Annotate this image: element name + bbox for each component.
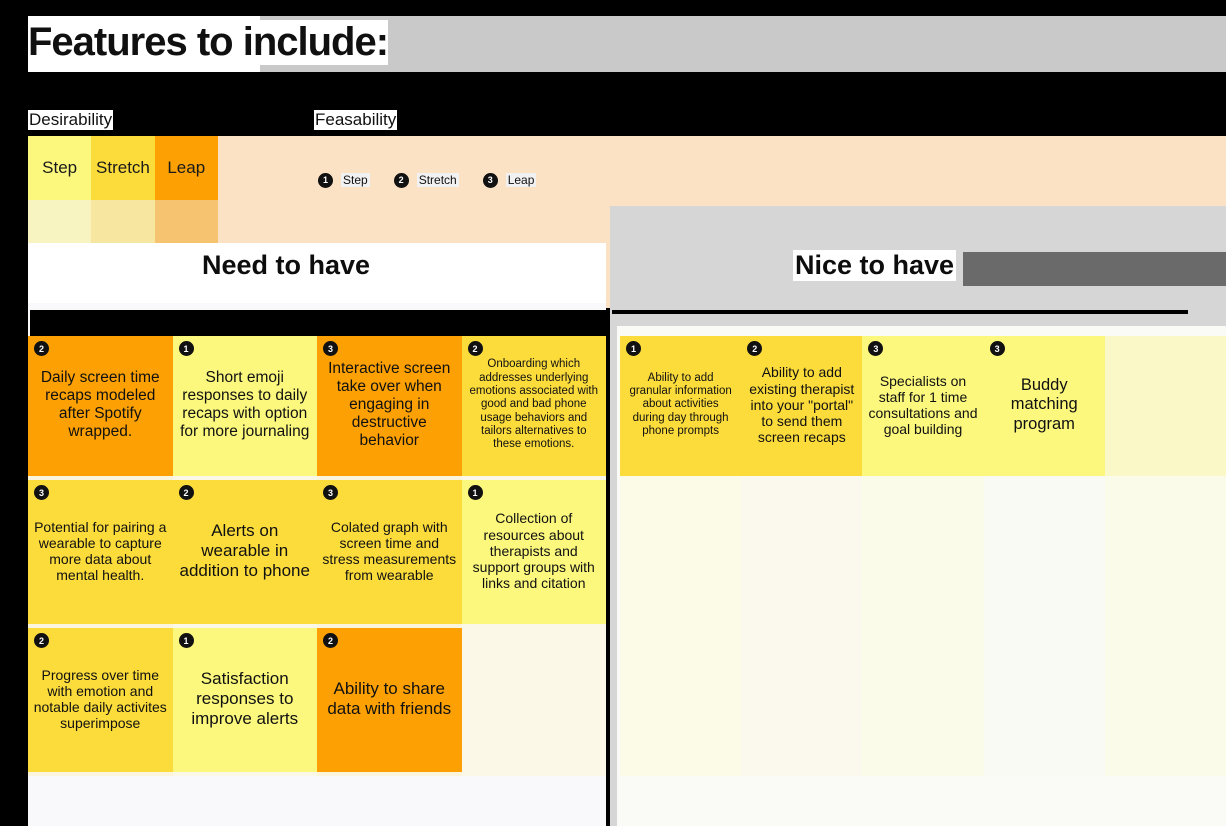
desirability-swatch-leap-label: Leap bbox=[154, 136, 218, 200]
feature-card-text: Ability to add granular information abou… bbox=[629, 371, 732, 437]
card-column bbox=[1104, 336, 1226, 776]
feasability-item-step-label: Step bbox=[341, 173, 370, 187]
number-badge-icon: 3 bbox=[34, 485, 49, 500]
empty-card-slot bbox=[1104, 336, 1226, 476]
empty-card-slot bbox=[462, 628, 607, 772]
feasability-item-stretch-label: Stretch bbox=[416, 173, 459, 187]
number-badge-icon: 3 bbox=[989, 341, 1005, 356]
feature-card-text: Daily screen time recaps modeled after S… bbox=[40, 369, 160, 440]
feasability-item-leap: 3 Leap bbox=[482, 172, 537, 188]
feature-card-text: Specialists on staff for 1 time consulta… bbox=[868, 372, 978, 438]
number-badge-icon: 2 bbox=[467, 341, 483, 356]
nice-to-have-title: Nice to have bbox=[793, 250, 957, 281]
number-badge-icon: 1 bbox=[467, 485, 483, 500]
feature-card-text: Collection of resources about therapists… bbox=[472, 510, 595, 592]
number-badge-icon: 1 bbox=[178, 633, 194, 648]
feasability-item-step: 1 Step bbox=[318, 172, 370, 188]
nice-to-have-divider bbox=[612, 310, 1188, 314]
feasability-legend-label: Feasability bbox=[314, 110, 398, 130]
number-badge-icon: 2 bbox=[178, 485, 194, 500]
number-badge-icon: 3 bbox=[323, 341, 338, 356]
left-edge bbox=[0, 0, 28, 826]
feature-card-text: Ability to share data with friends bbox=[327, 679, 452, 718]
number-badge-icon: 1 bbox=[178, 341, 194, 356]
feasability-item-stretch: 2 Stretch bbox=[393, 172, 459, 188]
feature-card-text: Ability to add existing therapist into y… bbox=[749, 364, 855, 446]
feature-card-text: Short emoji responses to daily recaps wi… bbox=[180, 369, 310, 440]
feature-card-text: Interactive screen take over when engagi… bbox=[328, 360, 451, 449]
number-badge-icon: 3 bbox=[868, 341, 884, 356]
desirability-swatch-stretch-label: Stretch bbox=[91, 136, 155, 200]
need-to-have-divider bbox=[30, 310, 606, 336]
feature-card-text: Satisfaction responses to improve alerts bbox=[191, 669, 299, 728]
number-badge-icon: 2 bbox=[393, 172, 409, 188]
need-to-have-title: Need to have bbox=[200, 250, 373, 281]
number-badge-icon: 3 bbox=[482, 172, 498, 188]
number-badge-icon: 2 bbox=[323, 633, 338, 648]
number-badge-icon: 1 bbox=[318, 172, 333, 188]
number-badge-icon: 2 bbox=[747, 341, 763, 356]
desirability-legend-label: Desirability bbox=[28, 110, 114, 130]
feature-card-text: Onboarding which addresses underlying em… bbox=[469, 358, 598, 451]
feasability-legend: 1 Step 2 Stretch 3 Leap bbox=[318, 170, 560, 190]
feature-card-text: Alerts on wearable in addition to phone bbox=[179, 521, 310, 580]
number-badge-icon: 1 bbox=[626, 341, 641, 356]
feature-card-text: Potential for pairing a wearable to capt… bbox=[34, 518, 167, 584]
feasability-item-leap-label: Leap bbox=[505, 173, 537, 187]
number-badge-icon: 2 bbox=[34, 633, 49, 648]
nice-to-have-title-bar bbox=[963, 252, 1226, 286]
number-badge-icon: 2 bbox=[34, 341, 49, 356]
feature-card-text: Colated graph with screen time and stres… bbox=[322, 518, 457, 584]
feature-card-text: Progress over time with emotion and nota… bbox=[33, 666, 167, 732]
number-badge-icon: 3 bbox=[323, 485, 338, 500]
page-title: Features to include: bbox=[28, 20, 389, 65]
feature-card-text: Buddy matching program bbox=[1010, 376, 1078, 433]
desirability-swatch-step-label: Step bbox=[28, 136, 92, 200]
